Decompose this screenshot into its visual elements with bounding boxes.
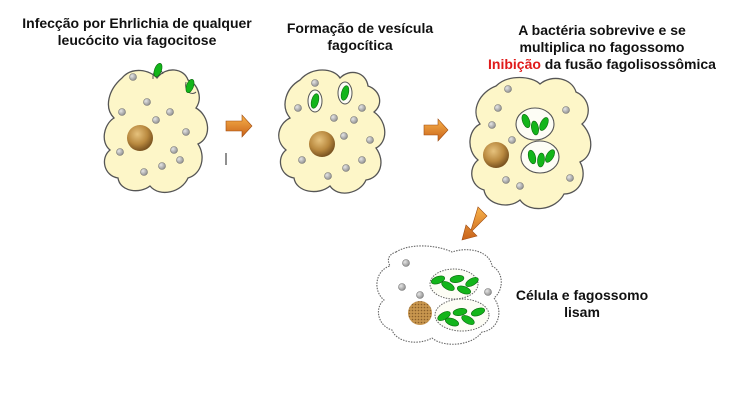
stage-2-line-2: fagocítica xyxy=(327,37,393,53)
granules xyxy=(294,79,374,180)
bacteria-cluster xyxy=(527,149,555,168)
stage-1-line-2: leucócito via fagocitose xyxy=(57,32,217,48)
stage-2-line-1: Formação de vesícula xyxy=(286,20,434,36)
stage-3-line-1: A bactéria sobrevive e se xyxy=(518,22,686,38)
stage-1-label: Infecção por Ehrlichia de qualquer leucó… xyxy=(14,15,260,49)
stage-1-line-1: Infecção por Ehrlichia de qualquer xyxy=(22,15,252,31)
granules xyxy=(398,259,492,299)
cell-stage-1 xyxy=(103,63,209,194)
bacterium xyxy=(340,85,350,101)
arrow-right-1 xyxy=(225,114,253,138)
nucleus xyxy=(309,131,335,157)
bacterium xyxy=(310,93,320,109)
stage-3-line-3-rest: da fusão fagolisossômica xyxy=(540,56,716,72)
bacterium xyxy=(153,63,163,77)
nucleus xyxy=(483,142,509,168)
cell-stage-3 xyxy=(469,76,592,210)
stage-3-line-2: multiplica no fagossomo xyxy=(519,39,685,55)
stage-3-label: A bactéria sobrevive e se multiplica no … xyxy=(478,22,726,73)
stage-2-label: Formação de vesícula fagocítica xyxy=(275,20,445,54)
granules xyxy=(116,73,190,176)
nucleus xyxy=(127,125,153,151)
bacteria-cluster xyxy=(521,114,549,136)
bacterium xyxy=(185,79,195,93)
bacteria-cluster xyxy=(437,307,485,327)
cell-stage-4-lysed xyxy=(376,245,502,345)
lysed-nucleus xyxy=(408,301,432,325)
highlight-word: Inibição xyxy=(488,56,541,72)
stage-3-line-3: Inibição da fusão fagolisossômica xyxy=(478,56,726,73)
stage-4-line-2: lisam xyxy=(564,304,600,320)
stage-4-line-1: Célula e fagossomo xyxy=(515,287,649,303)
stage-4-label: Célula e fagossomo lisam xyxy=(500,287,664,321)
arrow-right-2 xyxy=(423,118,449,142)
cell-membrane xyxy=(278,69,386,194)
arrow-diagonal xyxy=(461,206,488,241)
granules xyxy=(488,85,574,190)
bacteria-cluster xyxy=(431,275,479,295)
cell-stage-2 xyxy=(278,69,386,194)
